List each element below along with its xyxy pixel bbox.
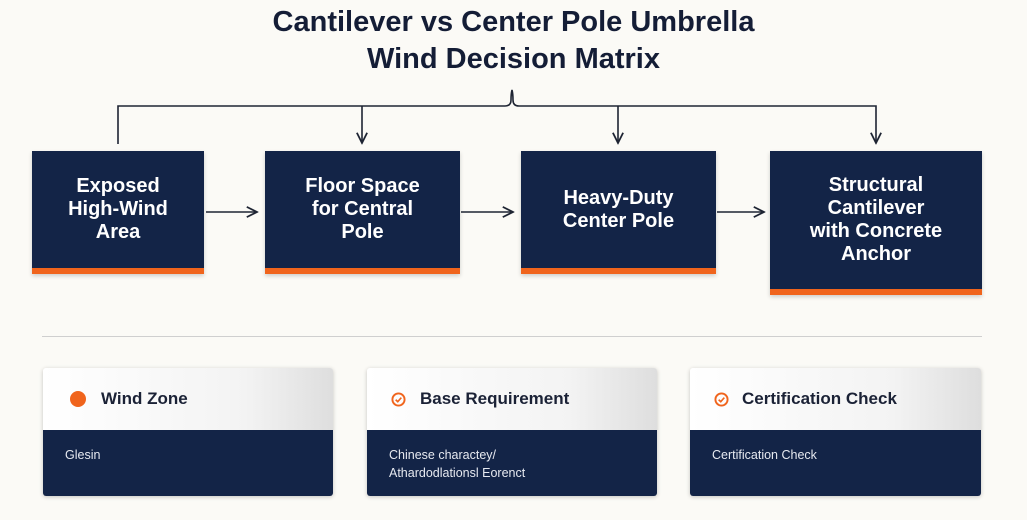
card-body: Glesin xyxy=(43,430,333,496)
card-header: Certification Check xyxy=(690,368,981,430)
node-exposed-high-wind-area: Exposed High-Wind Area xyxy=(32,151,204,274)
top-bracket xyxy=(117,89,876,144)
filled-circle-icon xyxy=(70,391,86,407)
card-body-line: Chinese charactey/ xyxy=(389,448,497,462)
card-header: Wind Zone xyxy=(43,368,333,430)
title-line-2: Wind Decision Matrix xyxy=(366,43,660,75)
card-base-requirement: Base Requirement Chinese charactey/ Atha… xyxy=(367,368,657,496)
title-line-1: Cantilever vs Center Pole Umbrella xyxy=(272,6,755,38)
node-heavy-duty-center-pole: Heavy-Duty Center Pole xyxy=(521,151,716,274)
card-certification-check: Certification Check Certification Check xyxy=(690,368,981,496)
card-body-line: Certification Check xyxy=(712,448,817,462)
card-body: Chinese charactey/ Athardodlationsl Eore… xyxy=(367,430,657,496)
card-heading: Base Requirement xyxy=(420,389,570,408)
card-body-line: Athardodlationsl Eorenct xyxy=(389,466,526,480)
card-body: Certification Check xyxy=(690,430,981,496)
node-structural-cantilever-anchor: Structural Cantilever with Concrete Anch… xyxy=(770,151,982,295)
card-body-line: Glesin xyxy=(65,448,101,462)
card-heading: Certification Check xyxy=(742,389,897,408)
check-circle-icon xyxy=(391,391,406,407)
card-header: Base Requirement xyxy=(367,368,657,430)
section-divider xyxy=(42,336,982,337)
node-floor-space-central-pole: Floor Space for Central Pole xyxy=(265,151,460,274)
check-circle-icon xyxy=(714,391,729,407)
diagram-title: Cantilever vs Center Pole Umbrella Wind … xyxy=(0,4,1027,78)
card-wind-zone: Wind Zone Glesin xyxy=(43,368,333,496)
card-heading: Wind Zone xyxy=(101,389,188,408)
